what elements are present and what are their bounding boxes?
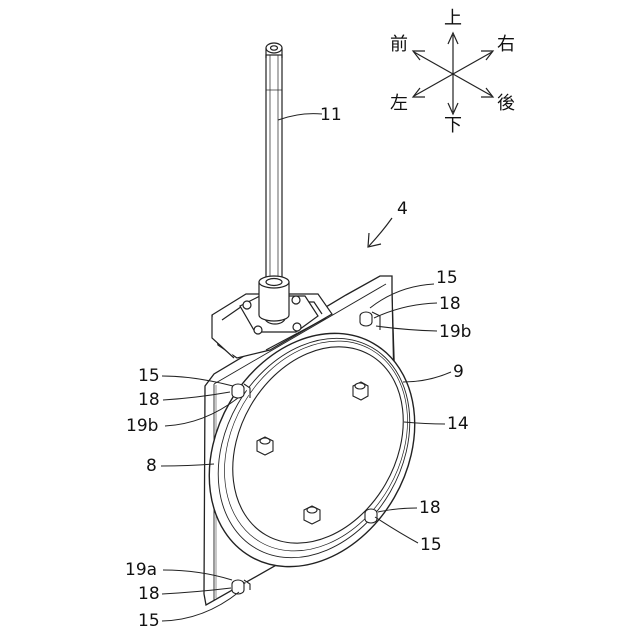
bolt-top (353, 382, 368, 400)
label-lower-left-pin: 19a (125, 560, 157, 580)
label-upper-left-boss: 15 (138, 366, 160, 386)
leader-mid-right-boss (375, 517, 418, 543)
stem-shaft (266, 43, 282, 283)
direction-compass (413, 33, 493, 114)
label-outer-ring: 14 (447, 414, 469, 434)
label-upper-right-boss: 15 (436, 268, 458, 288)
label-lower-left-boss: 15 (138, 611, 160, 631)
compass-down-label: 下 (444, 115, 462, 136)
leader-lower-left-boss (162, 592, 239, 621)
label-plate: 8 (146, 456, 157, 476)
fitting-lower-left (232, 580, 250, 594)
bolt-left (257, 437, 273, 455)
compass-up-label: 上 (444, 8, 462, 29)
label-mid-right-boss: 15 (420, 535, 442, 555)
assembly-leader (369, 218, 392, 246)
label-lower-left-fitting: 18 (138, 584, 160, 604)
fitting-mid-right (365, 509, 377, 523)
assembly-label: 4 (397, 199, 408, 219)
leader-body (403, 372, 451, 382)
label-stem: 11 (320, 105, 342, 125)
label-mid-right-fitting: 18 (419, 498, 441, 518)
compass-left-label: 左 (390, 93, 408, 114)
label-upper-right-pin: 19b (439, 322, 471, 342)
compass-right-label: 右 (497, 34, 515, 55)
label-upper-left-pin: 19b (126, 416, 158, 436)
leader-stem (278, 114, 322, 120)
label-upper-right-fitting: 18 (439, 294, 461, 314)
label-upper-left-fitting: 18 (138, 390, 160, 410)
compass-front-label: 前 (390, 34, 408, 55)
compass-rear-label: 後 (497, 93, 515, 114)
label-body: 9 (453, 362, 464, 382)
stem-collar (259, 276, 289, 321)
bolt-bottom (304, 506, 320, 524)
